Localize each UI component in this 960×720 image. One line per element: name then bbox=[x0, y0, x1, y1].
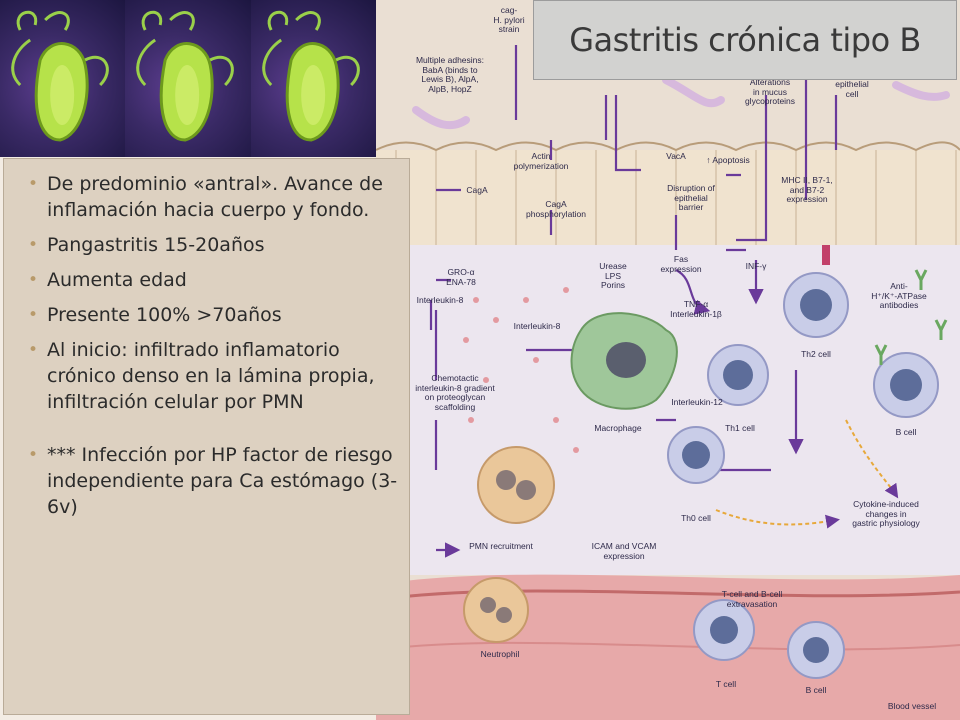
diagram-label: ↑ Apoptosis bbox=[706, 155, 750, 165]
diagram-label: B cell bbox=[805, 685, 827, 695]
diagram-label: Neutrophil bbox=[480, 649, 520, 659]
diagram-label: Fas expression bbox=[660, 254, 702, 274]
diagram-label: Cytokine-induced changes in gastric phys… bbox=[852, 499, 920, 528]
h-pylori-image bbox=[250, 0, 376, 157]
diagram-label: CagA bbox=[466, 185, 488, 195]
bullet-item: De predominio «antral». Avance de inflam… bbox=[28, 171, 399, 223]
diagram-label: Anti- H⁺/K⁺-ATPase antibodies bbox=[871, 281, 927, 310]
diagram-label: ICAM and VCAM expression bbox=[591, 541, 657, 561]
h-pylori-image bbox=[0, 0, 126, 157]
diagram-label: Disruption of epithelial barrier bbox=[667, 183, 715, 212]
page-title: Gastritis crónica tipo B bbox=[569, 21, 921, 59]
diagram-label: Multiple adhesins: BabA (binds to Lewis … bbox=[415, 55, 485, 94]
diagram-label: Interleukin-12 bbox=[671, 397, 723, 407]
diagram-label: Blood vessel bbox=[887, 701, 937, 711]
diagram-label: Macrophage bbox=[594, 423, 642, 433]
diagram-background bbox=[376, 45, 960, 720]
diagram-label: Interleukin-8 bbox=[416, 295, 464, 305]
h-pylori-bacterium-illustration bbox=[136, 10, 235, 142]
h-pylori-bacterium-illustration bbox=[11, 10, 109, 142]
diagram-label: T cell bbox=[715, 679, 737, 689]
diagram-label: MHC II, B7-1, and B7-2 expression bbox=[781, 175, 833, 204]
h-pylori-bacterium-illustration bbox=[261, 10, 360, 142]
title-box: Gastritis crónica tipo B bbox=[533, 0, 957, 80]
diagram-label: cag- H. pylori strain bbox=[493, 5, 525, 34]
diagram-label: Urease LPS Porins bbox=[599, 261, 627, 290]
diagram-label: Chemotactic interleukin-8 gradient on pr… bbox=[415, 373, 495, 412]
diagram-label: TNF-α Interleukin-1β bbox=[670, 299, 722, 319]
diagram-label: Actin polymerization bbox=[513, 151, 569, 171]
bullet-item: *** Infección por HP factor de riesgo in… bbox=[28, 442, 399, 520]
diagram-label: Th1 cell bbox=[725, 423, 755, 433]
diagram-label: Interleukin-8 bbox=[513, 321, 561, 331]
diagram-label: PMN recruitment bbox=[469, 541, 533, 551]
diagram-label: CagA phosphorylation bbox=[525, 199, 586, 219]
diagram-label: epithelial cell bbox=[835, 79, 869, 99]
diagram-label: Th2 cell bbox=[801, 349, 831, 359]
diagram-label: T-cell and B-cell extravasation bbox=[721, 589, 783, 609]
diagram-label: Th0 cell bbox=[681, 513, 711, 523]
diagram-label: Alterations in mucus glycoproteins bbox=[744, 77, 796, 106]
diagram-label: B cell bbox=[895, 427, 917, 437]
h-pylori-image bbox=[125, 0, 251, 157]
bullet-panel: De predominio «antral». Avance de inflam… bbox=[3, 158, 410, 715]
diagram-label: VacA bbox=[666, 151, 686, 161]
h-pylori-image-strip bbox=[0, 0, 376, 157]
bullet-item: Presente 100% >70años bbox=[28, 302, 399, 328]
diagram-label: INF-γ bbox=[745, 261, 767, 271]
pathogenesis-diagram: cag- H. pylori strain Multiple adhesins:… bbox=[376, 0, 960, 720]
bullet-item: Pangastritis 15-20años bbox=[28, 232, 399, 258]
bullet-list: De predominio «antral». Avance de inflam… bbox=[4, 159, 409, 520]
bullet-item: Al inicio: infiltrado inflamatorio cróni… bbox=[28, 337, 399, 415]
diagram-label: GRO-α ENA-78 bbox=[446, 267, 476, 287]
bullet-item: Aumenta edad bbox=[28, 267, 399, 293]
